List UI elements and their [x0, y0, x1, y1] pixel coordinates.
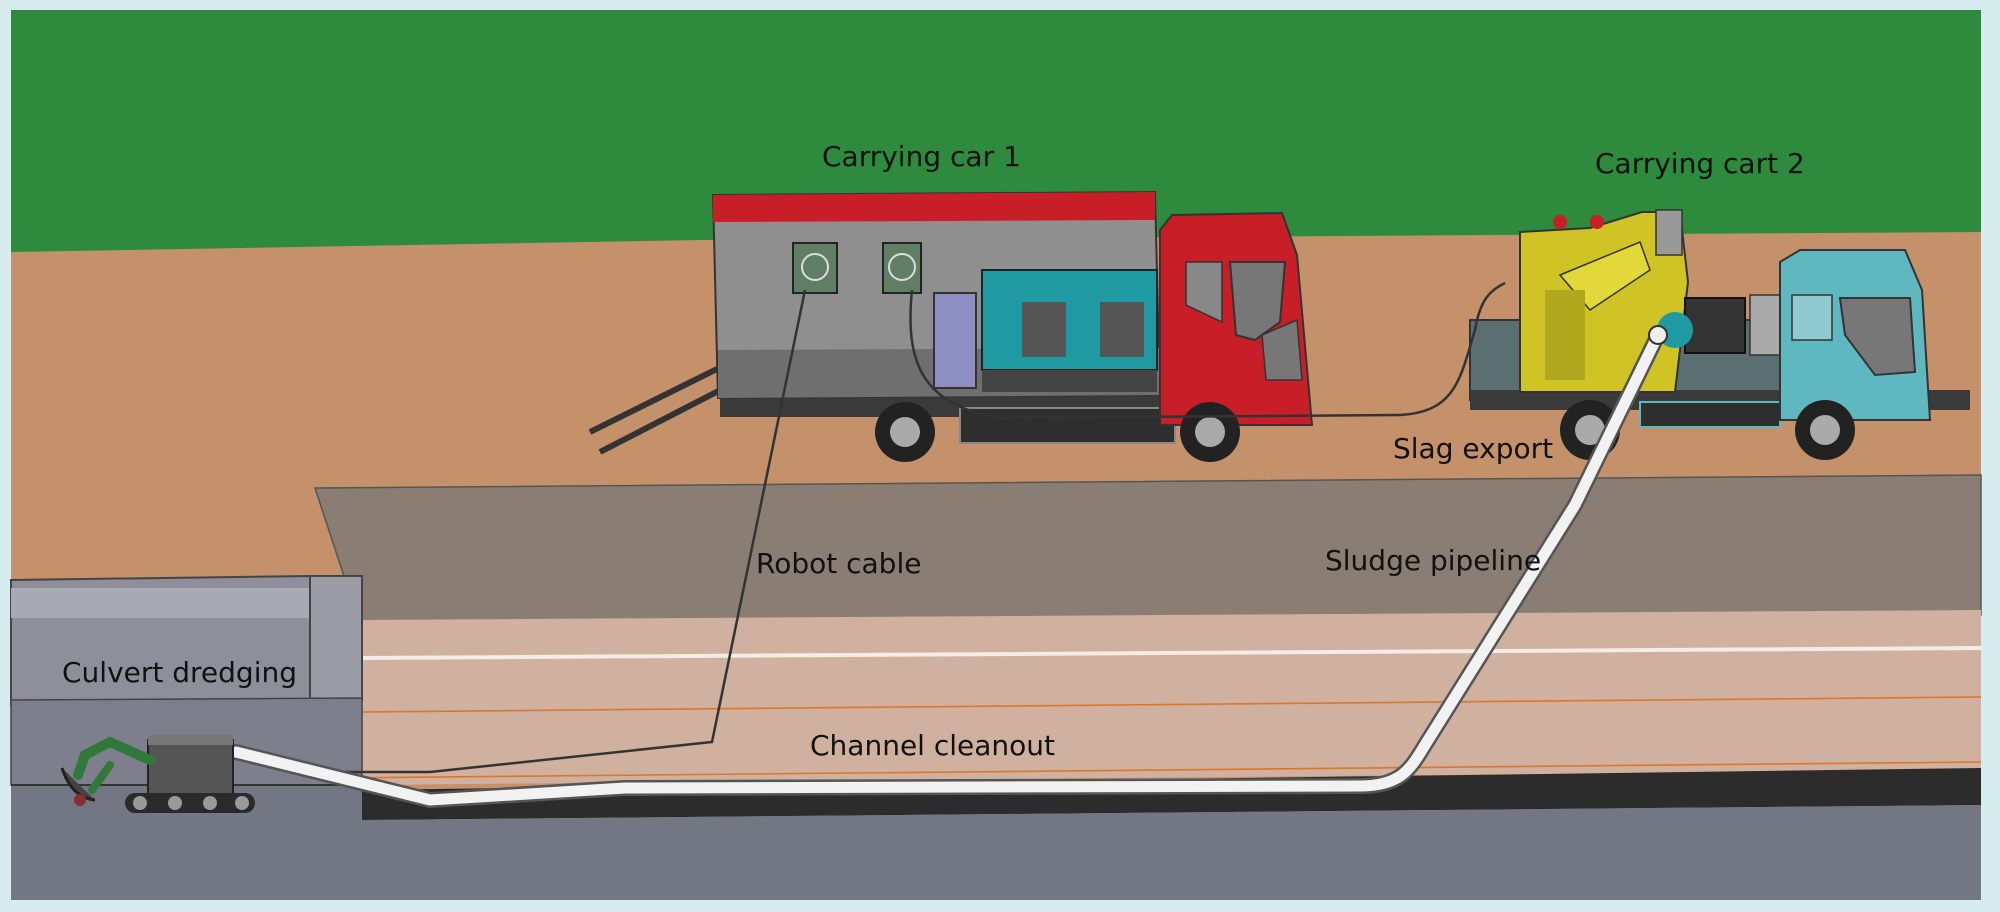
- culvert-back-wall: [313, 474, 1982, 626]
- label-robot-cable: Robot cable: [756, 547, 921, 580]
- ramp-2: [598, 382, 732, 455]
- generator-vent-2: [1100, 302, 1144, 357]
- label-carrying-car-1: Carrying car 1: [822, 140, 1021, 173]
- truck1-cab-side-window: [1185, 261, 1223, 324]
- label-sludge-pipeline: Sludge pipeline: [1325, 544, 1541, 577]
- robot-body-top: [148, 735, 233, 745]
- channel-water-line-upper: [361, 696, 1982, 713]
- label-slag-export: Slag export: [1393, 432, 1553, 465]
- truck1-cab-window: [1228, 261, 1287, 342]
- truck2-wheel-front-hub: [1810, 415, 1840, 445]
- channel-water-line-lower: [339, 761, 1982, 779]
- track-wheel-2: [168, 796, 182, 810]
- label-culvert-dredging: Culvert dredging: [62, 656, 297, 689]
- truck1-box-roof: [713, 192, 1155, 222]
- truck2-cab-window: [1838, 297, 1917, 377]
- robot-cable-path: [345, 289, 807, 774]
- truck2-side-tank: [1639, 401, 1781, 428]
- exhaust-stack: [1655, 209, 1683, 256]
- truck1-cab-grille: [1261, 318, 1303, 381]
- robot-arm: [73, 736, 155, 780]
- control-cabinet: [933, 292, 977, 389]
- generator-vent-1: [1022, 302, 1066, 357]
- cable-reel-2-drum-icon: [888, 253, 916, 281]
- robot-track: [125, 793, 255, 813]
- warning-light-1-icon: [1553, 215, 1567, 229]
- label-channel-cleanout: Channel cleanout: [810, 729, 1055, 762]
- warning-light-2-icon: [1590, 215, 1604, 229]
- channel-interior: [362, 610, 1981, 785]
- ramp-1: [588, 362, 727, 435]
- truck2-cab-side-window: [1791, 294, 1833, 341]
- road-surface: [11, 785, 1981, 900]
- channel-highlight-line: [361, 646, 1982, 660]
- carrying-car-1: [588, 190, 1314, 462]
- robot-cutter-icon: [74, 794, 86, 806]
- dredging-robot: [60, 735, 255, 813]
- culvert-box-lip: [11, 588, 311, 618]
- link-cable-path: [909, 281, 1506, 420]
- truck1-wheel-front-hub: [1195, 417, 1225, 447]
- track-wheel-1: [133, 796, 147, 810]
- robot-bucket: [60, 767, 96, 802]
- track-wheel-4: [235, 796, 249, 810]
- track-wheel-3: [203, 796, 217, 810]
- slag-unit-side: [1545, 290, 1585, 380]
- generator-base: [982, 370, 1157, 392]
- pipeline-outlet-icon: [1648, 325, 1668, 345]
- robot-body: [147, 739, 234, 796]
- truck1-side-tank: [959, 407, 1176, 444]
- carrying-cart-2: [1469, 209, 1970, 460]
- truck2-wheel-rear-hub: [1575, 415, 1605, 445]
- culvert-box-side: [309, 575, 363, 701]
- cable-reel-1: [792, 242, 838, 294]
- cable-reel-1-drum-icon: [801, 253, 829, 281]
- label-carrying-cart-2: Carrying cart 2: [1595, 147, 1805, 180]
- sludge-pipeline: [230, 329, 1664, 806]
- sludge-pump-motor: [1684, 297, 1746, 354]
- truck1-wheel-rear-hub: [890, 417, 920, 447]
- pump-housing: [1749, 294, 1781, 356]
- robot-arm-lower: [88, 761, 114, 794]
